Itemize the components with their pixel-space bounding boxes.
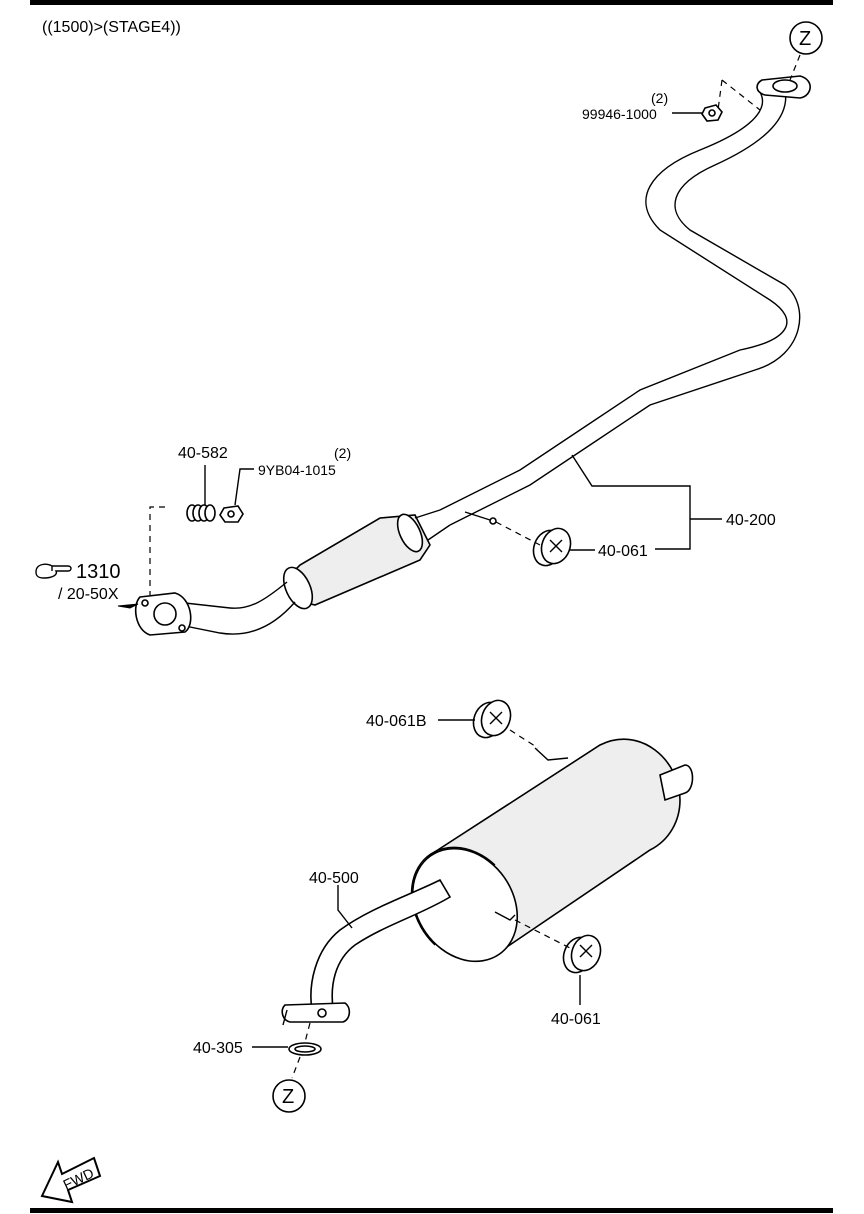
gasket-label: 40-582: [178, 445, 228, 462]
ref-arrow: [117, 603, 139, 609]
nut-leader-dash: [721, 79, 761, 111]
bolt-part-label: 9YB04-1015: [258, 462, 336, 478]
front-pipe-bracket: [571, 454, 691, 550]
nut-part-label: 99946-1000: [582, 106, 657, 122]
rear-gasket-40-305[interactable]: [288, 1042, 322, 1056]
gasket-40-582[interactable]: [186, 504, 216, 522]
svg-text:Z: Z: [282, 1086, 294, 1108]
page-title: ((1500)>(STAGE4)): [42, 19, 181, 36]
rear-hanger-40-061[interactable]: [559, 931, 606, 976]
z-marker-top: Z: [789, 21, 823, 55]
bolt-leader: [234, 468, 254, 506]
rear-gasket-label: 40-305: [193, 1040, 243, 1057]
rear-hanger-40-061b[interactable]: [469, 696, 516, 741]
top-border: [30, 0, 833, 5]
nut-qty-label: (2): [651, 90, 668, 106]
front-pipe-assembly[interactable]: [134, 75, 811, 636]
gasket-dash: [149, 506, 165, 595]
ref-section-label[interactable]: 1310: [76, 561, 121, 583]
fwd-label: FWD: [61, 1165, 97, 1193]
z-marker-bottom: Z: [272, 1079, 306, 1113]
rear-hanger-label: 40-061: [551, 1011, 601, 1028]
silencer-leader: [337, 885, 353, 929]
ref-sub-label[interactable]: / 20-50X: [58, 586, 119, 603]
rear-hanger-b-label: 40-061B: [366, 713, 427, 730]
silencer-assembly[interactable]: [281, 738, 694, 1026]
bottom-border: [30, 1208, 833, 1213]
bolt-qty-label: (2): [334, 445, 351, 461]
svg-text:Z: Z: [799, 28, 811, 50]
front-hanger-40-061[interactable]: [529, 524, 576, 569]
pointing-hand-icon: [35, 563, 72, 579]
fwd-arrow-icon: FWD: [40, 1156, 102, 1204]
bolt-9yb04-1015[interactable]: [219, 505, 244, 523]
nut-99946-1000[interactable]: [701, 104, 723, 122]
front-hanger-label: 40-061: [598, 543, 648, 560]
silencer-label: 40-500: [309, 870, 359, 887]
front-pipe-label: 40-200: [726, 512, 776, 529]
